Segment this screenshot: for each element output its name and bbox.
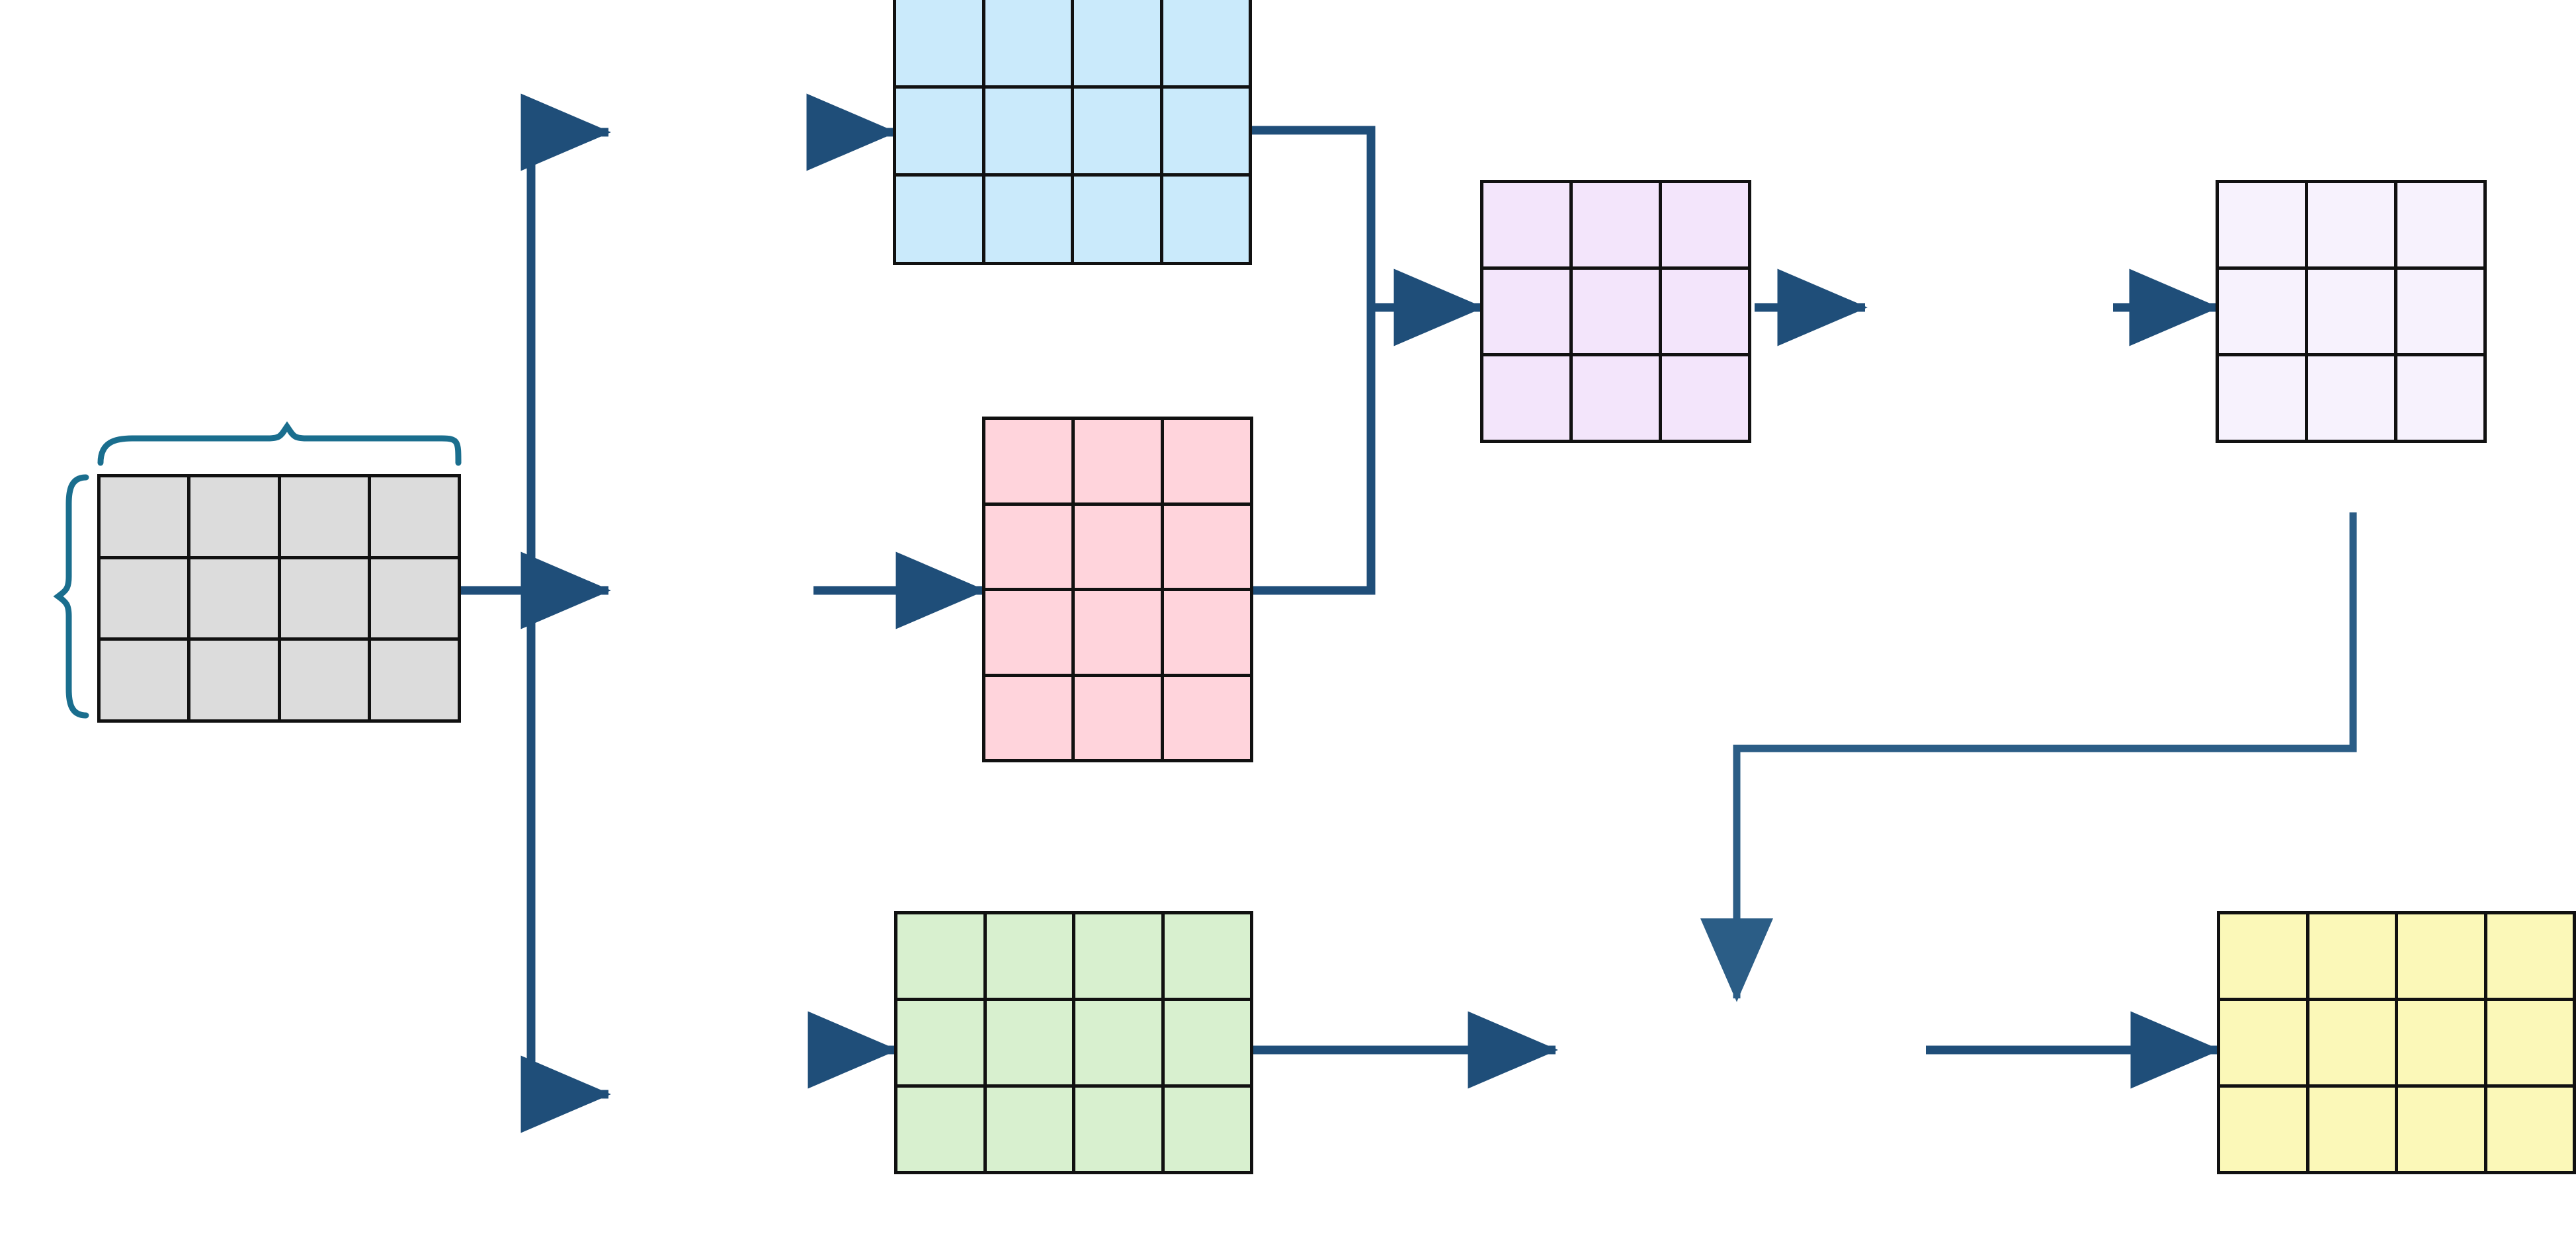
- matrix-cell: [2308, 183, 2394, 266]
- matrix-cell: [2219, 183, 2305, 266]
- matrix-cell: [1662, 270, 1748, 353]
- matrix-cell: [985, 88, 1071, 174]
- matrix-cell: [1573, 356, 1659, 440]
- matrix-cell: [370, 477, 458, 556]
- matrix-cell: [1075, 914, 1161, 998]
- matrix-cell: [897, 1001, 983, 1084]
- matrix-cell: [1662, 183, 1748, 266]
- matrix-cell: [370, 559, 458, 638]
- matrix-cell: [280, 559, 368, 638]
- matrix-cell: [1075, 505, 1161, 588]
- matrix-cell: [1074, 177, 1160, 262]
- matrix-cell: [1573, 183, 1659, 266]
- matrix-cell: [2397, 183, 2483, 266]
- matrix-cell: [1164, 676, 1250, 759]
- matrix-cell: [1164, 420, 1250, 502]
- matrix-cell: [1075, 1001, 1161, 1084]
- matrix-cell: [280, 641, 368, 719]
- matrix-cell: [370, 641, 458, 719]
- final-matrix-yellow[interactable]: [2217, 911, 2576, 1174]
- matrix-cell: [897, 914, 983, 998]
- brace-row-extent: [53, 474, 89, 719]
- matrix-cell: [2309, 914, 2395, 998]
- input-matrix[interactable]: [97, 474, 461, 723]
- matrix-cell: [2220, 1001, 2306, 1084]
- matrix-cell: [1075, 591, 1161, 674]
- matrix-cell: [896, 0, 982, 85]
- matrix-cell: [1164, 914, 1250, 998]
- connector-pink-to-merge-bus: [1250, 307, 1376, 595]
- matrix-cell: [2487, 1001, 2573, 1084]
- matrix-cell: [2309, 1001, 2395, 1084]
- matrix-cell: [1483, 356, 1569, 440]
- matrix-cell: [2309, 1088, 2395, 1171]
- matrix-cell: [2398, 1001, 2484, 1084]
- matrix-cell: [190, 477, 278, 556]
- matrix-cell: [2397, 270, 2483, 353]
- matrix-cell: [896, 177, 982, 262]
- matrix-cell: [1163, 0, 1249, 85]
- matrix-cell: [2308, 270, 2394, 353]
- matrix-cell: [985, 591, 1071, 674]
- matrix-cell: [1483, 270, 1569, 353]
- matrix-cell: [985, 0, 1071, 85]
- matrix-cell: [986, 1088, 1072, 1171]
- branch-matrix-pink[interactable]: [982, 417, 1253, 762]
- matrix-cell: [2308, 356, 2394, 440]
- matrix-cell: [1075, 1088, 1161, 1171]
- matrix-cell: [2220, 1088, 2306, 1171]
- matrix-cell: [101, 477, 188, 556]
- matrix-cell: [985, 177, 1071, 262]
- matrix-cell: [190, 641, 278, 719]
- matrix-cell: [1164, 505, 1250, 588]
- matrix-cell: [2487, 914, 2573, 998]
- branch-matrix-green[interactable]: [894, 911, 1253, 1174]
- matrix-cell: [1483, 183, 1569, 266]
- matrix-cell: [1074, 88, 1160, 174]
- matrix-cell: [896, 88, 982, 174]
- matrix-cell: [985, 420, 1071, 502]
- matrix-cell: [897, 1088, 983, 1171]
- matrix-cell: [1074, 0, 1160, 85]
- matrix-cell: [101, 559, 188, 638]
- matrix-cell: [2397, 356, 2483, 440]
- matrix-cell: [1164, 591, 1250, 674]
- matrix-cell: [1662, 356, 1748, 440]
- matrix-cell: [985, 505, 1071, 588]
- branch-matrix-blue[interactable]: [893, 0, 1252, 265]
- matrix-cell: [2398, 1088, 2484, 1171]
- matrix-cell: [1075, 676, 1161, 759]
- output-matrix-lavender[interactable]: [2216, 180, 2487, 443]
- matrix-cell: [2487, 1088, 2573, 1171]
- matrix-cell: [2219, 270, 2305, 353]
- matrix-cell: [2220, 914, 2306, 998]
- matrix-cell: [101, 641, 188, 719]
- matrix-cell: [280, 477, 368, 556]
- matrix-cell: [1163, 88, 1249, 174]
- matrix-cell: [985, 676, 1071, 759]
- matrix-cell: [1164, 1001, 1250, 1084]
- brace-column-extent: [97, 421, 462, 466]
- merge-result-matrix-purple[interactable]: [1480, 180, 1751, 443]
- matrix-cell: [986, 1001, 1072, 1084]
- matrix-cell: [1573, 270, 1659, 353]
- matrix-cell: [1164, 1088, 1250, 1171]
- matrix-cell: [1075, 420, 1161, 502]
- matrix-cell: [2398, 914, 2484, 998]
- matrix-cell: [986, 914, 1072, 998]
- matrix-cell: [190, 559, 278, 638]
- matrix-cell: [2219, 356, 2305, 440]
- matrix-cell: [1163, 177, 1249, 262]
- connector-blue-to-merge-bus: [1249, 126, 1376, 307]
